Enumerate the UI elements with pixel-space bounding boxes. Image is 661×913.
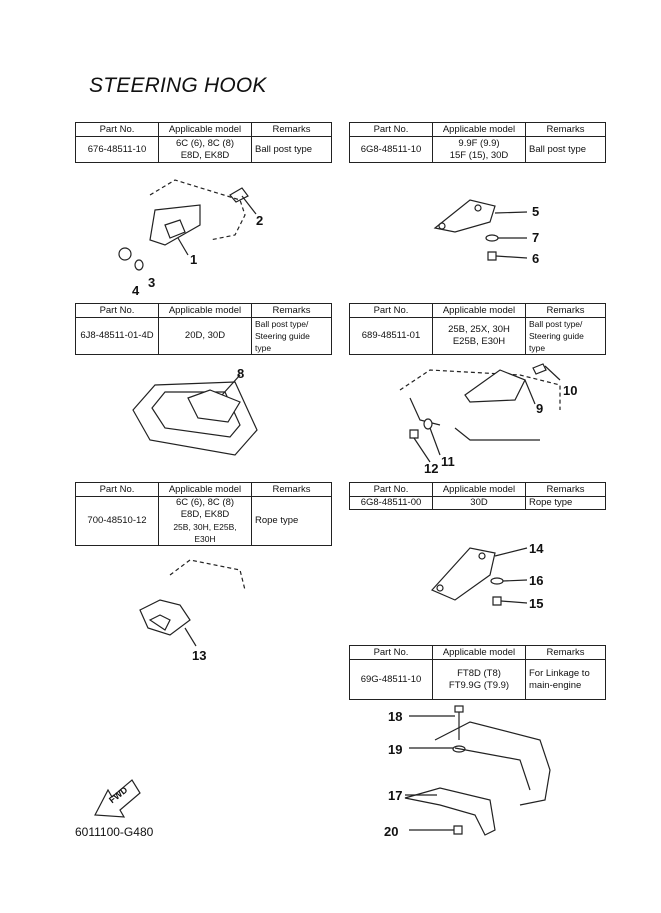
- part-no-cell: 689-48511-01: [349, 317, 433, 355]
- page-title: STEERING HOOK: [89, 74, 267, 97]
- remarks-cell: Ball post type/Steering guide type: [525, 317, 606, 355]
- remarks-cell: Rope type: [525, 496, 606, 510]
- callout-15: 15: [529, 596, 544, 611]
- model-line: 15F (15), 30D: [449, 149, 509, 161]
- callout-7: 7: [532, 230, 540, 245]
- parts-table-1: Part No. Applicable model Remarks 676-48…: [75, 122, 332, 163]
- model-line: E25B, E30H: [452, 336, 506, 347]
- callout-14: 14: [529, 541, 544, 556]
- model-cell: 6C (6), 8C (8)E8D, EK8D 25B, 30H, E25B, E…: [158, 496, 252, 546]
- callout-16: 16: [529, 573, 544, 588]
- parts-table-2: Part No. Applicable model Remarks 6G8-48…: [349, 122, 606, 163]
- callout-4: 4: [132, 283, 140, 298]
- model-cell: 6C (6), 8C (8)E8D, EK8D: [158, 136, 252, 163]
- guide-bracket-drawing: [399, 363, 561, 463]
- remarks-line: Steering guide type: [529, 331, 584, 353]
- model-cell: 30D: [432, 496, 526, 510]
- callout-5: 5: [532, 204, 540, 219]
- callout-3: 3: [148, 275, 156, 290]
- remarks-line: main-engine: [529, 679, 582, 691]
- part-no-cell: 700-48510-12: [75, 496, 159, 546]
- part-no-cell: 6G8-48511-10: [349, 136, 433, 163]
- remarks-cell: Ball post type: [251, 136, 332, 163]
- model-line: E8D, EK8D: [180, 509, 230, 520]
- callout-2: 2: [256, 213, 264, 228]
- remarks-line: Ball post type/: [529, 319, 583, 329]
- model-line: FT8D (T8): [457, 667, 501, 679]
- callout-13: 13: [192, 648, 207, 663]
- callout-18: 18: [388, 709, 403, 724]
- parts-table-6: Part No. Applicable model Remarks 6G8-48…: [349, 482, 606, 510]
- callout-9: 9: [536, 401, 544, 416]
- callout-12: 12: [424, 461, 439, 476]
- model-line: 6C (6), 8C (8): [175, 497, 235, 508]
- callout-1: 1: [190, 252, 198, 267]
- ball-post-plate-drawing: [433, 199, 528, 261]
- callout-11: 11: [441, 454, 455, 469]
- callout-8: 8: [237, 366, 245, 381]
- callout-19: 19: [388, 742, 403, 757]
- model-cell: 20D, 30D: [158, 317, 252, 355]
- remarks-cell: Ball post type/Steering guide type: [251, 317, 332, 355]
- document-code: 6011100-G480: [75, 825, 154, 839]
- fwd-arrow-icon: [94, 779, 141, 818]
- remarks-line: Ball post type/: [255, 319, 309, 329]
- parts-table-4: Part No. Applicable model Remarks 689-48…: [349, 303, 606, 355]
- parts-table-5: Part No. Applicable model Remarks 700-48…: [75, 482, 332, 546]
- remarks-line: For Linkage to: [529, 667, 590, 679]
- rope-plate-drawing: [430, 547, 528, 606]
- model-line: FT9.9G (T9.9): [448, 679, 510, 691]
- callout-20: 20: [384, 824, 399, 839]
- parts-table-3: Part No. Applicable model Remarks 6J8-48…: [75, 303, 332, 355]
- callout-6: 6: [532, 251, 540, 266]
- remarks-cell: Rope type: [251, 496, 332, 546]
- model-line: 25B, 25X, 30H: [448, 324, 510, 335]
- model-line: 25B, 30H, E25B, E30H: [173, 522, 237, 544]
- part-no-cell: 69G-48511-10: [349, 659, 433, 700]
- model-line: E8D, EK8D: [180, 149, 230, 161]
- part-no-cell: 6J8-48511-01-4D: [75, 317, 159, 355]
- steering-guide-drawing: [132, 374, 258, 456]
- remarks-line: Steering guide type: [255, 331, 310, 353]
- remarks-cell: Ball post type: [525, 136, 606, 163]
- model-cell: FT8D (T8)FT9.9G (T9.9): [432, 659, 526, 700]
- part-no-cell: 6G8-48511-00: [349, 496, 433, 510]
- parts-table-7: Part No. Applicable model Remarks 69G-48…: [349, 645, 606, 700]
- model-cell: 9.9F (9.9)15F (15), 30D: [432, 136, 526, 163]
- callout-10: 10: [563, 383, 578, 398]
- rope-hook-drawing: [139, 559, 246, 647]
- linkage-drawing: [404, 705, 551, 836]
- steering-hook-bracket-drawing: [118, 179, 257, 271]
- model-line: 6C (6), 8C (8): [175, 137, 235, 149]
- part-no-cell: 676-48511-10: [75, 136, 159, 163]
- callout-17: 17: [388, 788, 403, 803]
- model-line: 9.9F (9.9): [458, 137, 500, 149]
